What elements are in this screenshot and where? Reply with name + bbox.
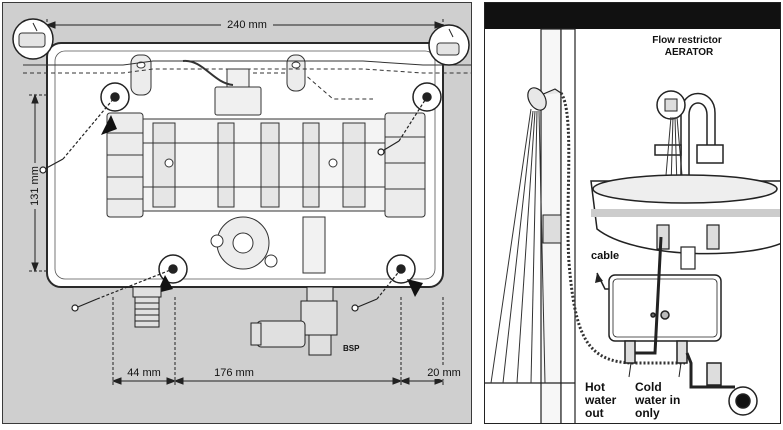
installation-illustration: Flow restrictor AERATOR cable xyxy=(485,3,780,423)
basin xyxy=(590,174,780,255)
heating-element xyxy=(120,118,412,212)
hot-outlet-fitting xyxy=(132,286,162,328)
dim-height-label: 131 mm xyxy=(29,166,41,206)
aerator-label-line2: AERATOR xyxy=(665,47,714,58)
dim-20-label: 20 mm xyxy=(427,367,461,379)
hot-water-label: Hot water out xyxy=(584,362,632,420)
aerator-label-line1: Flow restrictor xyxy=(652,35,722,46)
hot-label-line2: water xyxy=(584,393,617,407)
terminal-block-left xyxy=(106,112,144,218)
cable-clamps xyxy=(130,54,306,96)
mounting-holes xyxy=(100,82,442,284)
dim-width-label: 240 mm xyxy=(227,19,267,31)
mounting-diagram: 240 mm 131 mm xyxy=(12,15,471,387)
hot-water-pipe xyxy=(624,236,663,364)
cold-label-line1: Cold xyxy=(635,380,662,394)
dim-44-label: 44 mm xyxy=(127,367,161,379)
cold-label-line2: water in xyxy=(634,393,680,407)
shower-hose xyxy=(559,92,685,365)
top-bar xyxy=(485,3,780,29)
shower-water xyxy=(490,108,546,384)
cold-water-pipe xyxy=(676,340,758,416)
dim-176-label: 176 mm xyxy=(214,367,254,379)
mounting-diagram-panel: 240 mm 131 mm xyxy=(2,2,472,424)
cold-label-line3: only xyxy=(635,406,660,420)
cable-label: cable xyxy=(591,250,619,262)
hot-label-line3: out xyxy=(585,406,604,420)
shower-head xyxy=(527,87,562,111)
flow-valve xyxy=(210,216,326,274)
cold-inlet-fitting xyxy=(250,286,338,356)
water-heater-unit xyxy=(608,274,722,342)
terminal-block-right xyxy=(384,112,426,218)
bsp-label: BSP xyxy=(343,344,360,353)
installation-illustration-panel: Flow restrictor AERATOR cable xyxy=(484,2,781,424)
aerator-zoom xyxy=(656,90,686,120)
cable-entry-zoom-right xyxy=(428,24,470,66)
hot-label-line1: Hot xyxy=(585,380,605,394)
cable-entry-zoom-left xyxy=(12,18,54,60)
cable-entry xyxy=(23,60,471,74)
wall-bracket xyxy=(542,214,562,244)
cold-water-label: Cold water in only xyxy=(634,362,682,420)
screws xyxy=(39,96,428,312)
dimension-bottom xyxy=(111,297,445,387)
